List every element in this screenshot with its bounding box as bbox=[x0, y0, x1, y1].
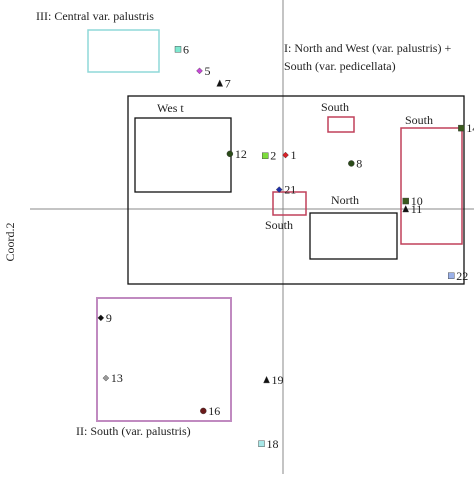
data-point-10 bbox=[402, 197, 409, 205]
cluster-label-south-right: South bbox=[405, 113, 433, 127]
point-label-11: 11 bbox=[411, 202, 423, 216]
points-layer: 123456789101112131415161718192021222324 bbox=[97, 42, 474, 451]
point-label-6: 6 bbox=[183, 42, 189, 56]
group-label-i-line2: South (var. pedicellata) bbox=[284, 59, 396, 73]
cluster-box-west bbox=[134, 117, 232, 193]
point-label-5: 5 bbox=[205, 64, 211, 78]
cluster-box-south-mid bbox=[272, 191, 307, 216]
point-label-1: 1 bbox=[291, 148, 297, 162]
group-box-iii bbox=[87, 29, 160, 73]
data-point-2 bbox=[262, 152, 269, 159]
cluster-label-west: Wes t bbox=[157, 101, 184, 115]
cluster-label-south-mid: South bbox=[265, 218, 293, 232]
group-label-i: I: North and West (var. palustris) + bbox=[284, 41, 451, 55]
point-label-19: 19 bbox=[272, 373, 284, 387]
data-point-18 bbox=[258, 440, 265, 447]
data-point-5 bbox=[196, 67, 203, 75]
data-point-6 bbox=[174, 46, 182, 53]
data-point-8 bbox=[348, 160, 355, 167]
data-point-16 bbox=[200, 407, 207, 415]
group-label-ii: II: South (var. palustris) bbox=[76, 424, 191, 438]
point-label-2: 2 bbox=[270, 149, 276, 163]
point-label-10: 10 bbox=[411, 194, 423, 208]
cluster-box-south-top bbox=[327, 116, 355, 133]
cluster-label-north: North bbox=[331, 193, 359, 207]
group-label-iii: III: Central var. palustris bbox=[36, 9, 154, 23]
data-point-14 bbox=[458, 124, 465, 132]
point-label-8: 8 bbox=[356, 156, 362, 170]
data-point-11 bbox=[402, 205, 410, 213]
cluster-box-north bbox=[309, 212, 398, 260]
y-axis-label: Coord.2 bbox=[3, 223, 17, 262]
point-label-21: 21 bbox=[284, 183, 296, 197]
group-box-ii bbox=[96, 297, 232, 422]
data-point-1 bbox=[282, 151, 289, 159]
point-label-7: 7 bbox=[225, 76, 231, 90]
data-point-19 bbox=[263, 375, 270, 384]
cluster-box-south-right bbox=[400, 127, 463, 245]
data-point-13 bbox=[102, 374, 110, 382]
point-label-13: 13 bbox=[111, 371, 123, 385]
cluster-label-south-top: South bbox=[321, 100, 349, 114]
data-point-7 bbox=[216, 79, 224, 87]
point-label-18: 18 bbox=[266, 437, 278, 451]
data-point-12 bbox=[226, 150, 234, 158]
data-point-9 bbox=[97, 314, 105, 322]
data-point-22 bbox=[448, 272, 455, 279]
point-label-9: 9 bbox=[106, 311, 112, 325]
point-label-22: 22 bbox=[456, 269, 468, 283]
point-label-16: 16 bbox=[208, 404, 220, 418]
group-box-i bbox=[127, 95, 465, 285]
point-label-14: 14 bbox=[466, 121, 474, 135]
point-label-12: 12 bbox=[235, 147, 247, 161]
data-point-21 bbox=[275, 186, 283, 193]
